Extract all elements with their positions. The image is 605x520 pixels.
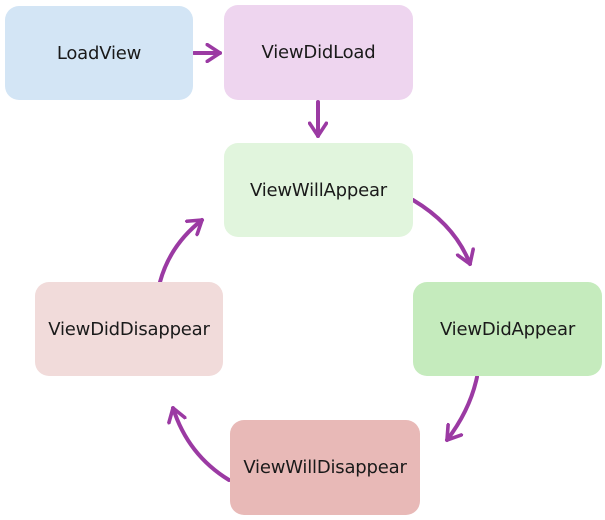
edge-viewwillappear-to-viewdidappear [411,198,470,266]
node-label: ViewDidAppear [439,318,576,340]
node-view-did-load: ViewDidLoad [224,5,413,100]
node-label: ViewDidLoad [261,42,376,63]
node-label: ViewDidDisappear [48,318,210,340]
edge-viewdidappear-to-viewwilldisappear [445,375,479,442]
node-view-did-disappear: ViewDidDisappear [35,282,223,376]
edge-viewwilldisappear-to-viewdiddisappear [173,406,231,482]
edge-viewdiddisappear-to-viewwillappear [158,218,204,284]
node-view-will-disappear: ViewWillDisappear [230,420,420,515]
node-label: LoadView [56,42,142,64]
node-view-did-appear: ViewDidAppear [413,282,602,376]
node-view-will-appear: ViewWillAppear [224,143,413,237]
node-label: ViewWillDisappear [243,457,407,478]
node-load-view: LoadView [5,6,193,100]
node-label: ViewWillAppear [250,179,387,201]
